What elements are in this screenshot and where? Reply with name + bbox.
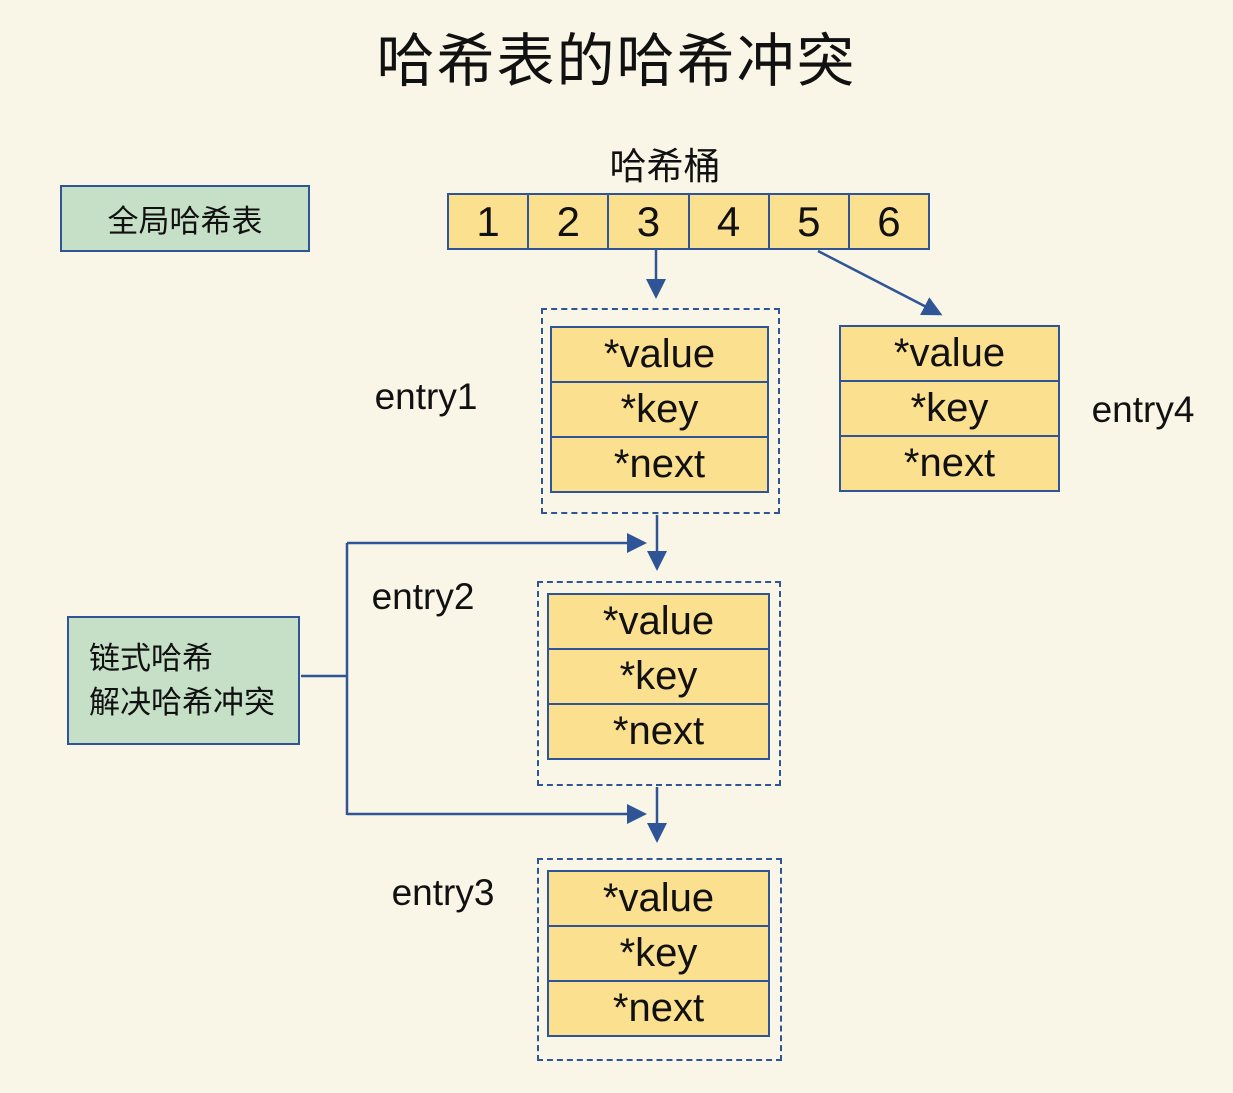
entry3-record: *value *key *next [547, 870, 770, 1037]
chained-hash-box: 链式哈希 解决哈希冲突 [67, 616, 300, 745]
entry2-label: entry2 [371, 576, 475, 617]
bucket-cell-6: 6 [847, 195, 928, 248]
entry1-label: entry1 [374, 376, 478, 417]
entry4-next-cell: *next [839, 435, 1060, 492]
entry4-record: *value *key *next [839, 325, 1060, 492]
entry3-value-cell: *value [547, 870, 770, 927]
entry1-value-cell: *value [550, 326, 769, 383]
entry1-record: *value *key *next [550, 326, 769, 493]
entry1-key-cell: *key [550, 381, 769, 438]
bucket-cell-4: 4 [687, 195, 768, 248]
entry3-key-cell: *key [547, 925, 770, 982]
entry3-node: *value *key *next [537, 858, 782, 1061]
arrow-bucket5-to-entry4 [817, 249, 943, 316]
entry1-next-cell: *next [550, 436, 769, 493]
bucket-cell-3: 3 [607, 195, 687, 248]
entry1-node: *value *key *next [541, 308, 780, 514]
entry3-next-cell: *next [547, 980, 770, 1037]
entry4-key-cell: *key [839, 380, 1060, 437]
entry2-record: *value *key *next [547, 593, 770, 760]
chained-hash-line1: 链式哈希 [89, 640, 213, 676]
diagram-title: 哈希表的哈希冲突 [376, 29, 857, 94]
entry3-label: entry3 [391, 872, 495, 913]
hash-bucket-row: 1 2 3 4 5 6 [447, 193, 930, 250]
bucket-cell-2: 2 [527, 195, 607, 248]
entry2-value-cell: *value [547, 593, 770, 650]
entry2-key-cell: *key [547, 648, 770, 705]
global-hash-table-label: 全局哈希表 [107, 204, 263, 239]
entry4-label: entry4 [1091, 389, 1195, 430]
chained-hash-line2: 解决哈希冲突 [89, 684, 275, 720]
entry2-node: *value *key *next [537, 581, 781, 786]
entry2-next-cell: *next [547, 703, 770, 760]
hash-bucket-label: 哈希桶 [609, 146, 721, 187]
bucket-cell-1: 1 [476, 197, 500, 245]
entry4-value-cell: *value [839, 325, 1060, 382]
global-hash-table-box: 全局哈希表 [60, 185, 310, 252]
bucket-cell-5: 5 [767, 195, 848, 248]
